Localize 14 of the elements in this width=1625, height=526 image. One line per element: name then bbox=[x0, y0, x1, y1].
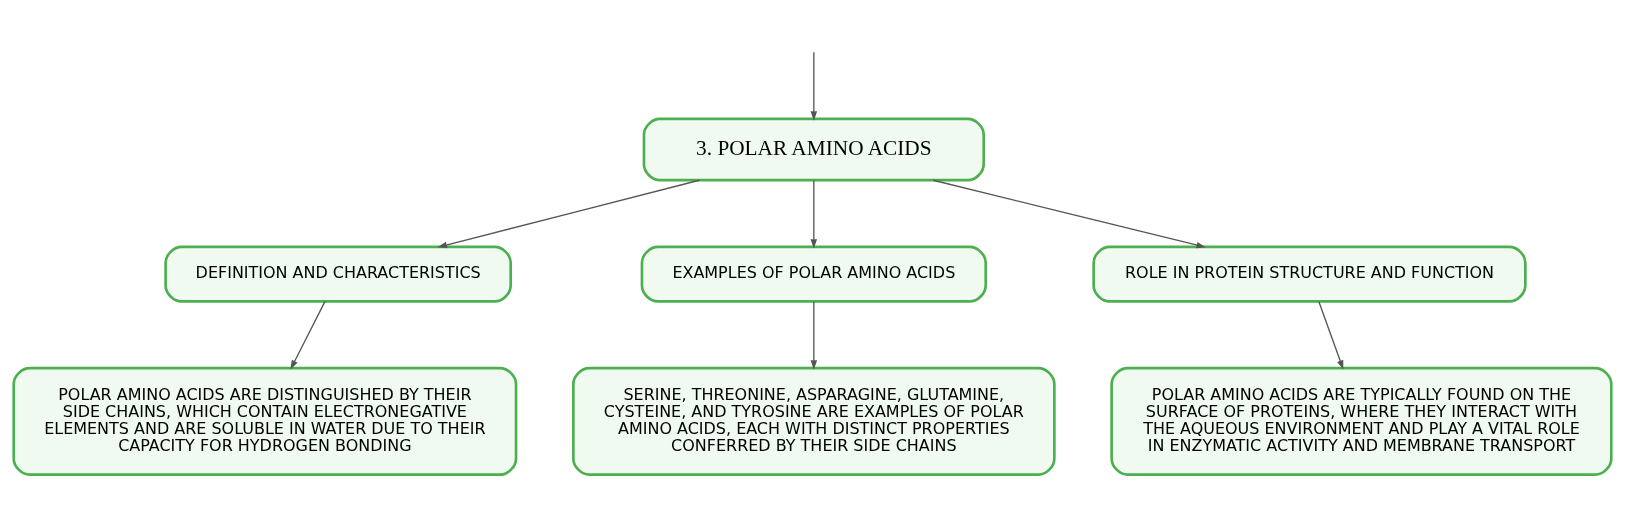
node-box: POLAR AMINO ACIDS ARE TYPICALLY FOUND ON THE SURFACE OF PROTEINS, WHERE THEY INTERACT WITH THE AQUEOUS ENVIRONMENT AND PLAY A VITAL ROLE IN ENZYMATIC ACTIVITY AND MEMBRANE TRANSPORT bbox=[1110, 366, 1613, 476]
node-box: 3. POLAR AMINO ACIDS bbox=[642, 117, 986, 182]
node-box: DEFINITION AND CHARACTERISTICS bbox=[164, 245, 513, 303]
arrow bbox=[1318, 301, 1344, 370]
node-box: ROLE IN PROTEIN STRUCTURE AND FUNCTION bbox=[1092, 245, 1527, 303]
node-box: POLAR AMINO ACIDS ARE DISTINGUISHED BY THEIR SIDE CHAINS, WHICH CONTAIN ELECTRONEGATIVE ELEMENTS AND ARE SOLUBLE IN WATER DUE TO THEIR CAPACITY FOR HYDROGEN BONDING bbox=[12, 366, 518, 476]
arrow bbox=[810, 179, 818, 249]
arrow bbox=[437, 179, 700, 249]
node-box: EXAMPLES OF POLAR AMINO ACIDS bbox=[640, 245, 988, 303]
node-box: SERINE, THREONINE, ASPARAGINE, GLUTAMINE, CYSTEINE, AND TYROSINE ARE EXAMPLES OF POLAR AMINO ACIDS, EACH WITH DISTINCT PROPERTIES CONFERRED BY THEIR SIDE CHAINS bbox=[572, 366, 1056, 476]
arrow bbox=[932, 179, 1206, 249]
arrow bbox=[810, 301, 818, 370]
arrow bbox=[290, 301, 326, 370]
arrow bbox=[810, 51, 818, 121]
